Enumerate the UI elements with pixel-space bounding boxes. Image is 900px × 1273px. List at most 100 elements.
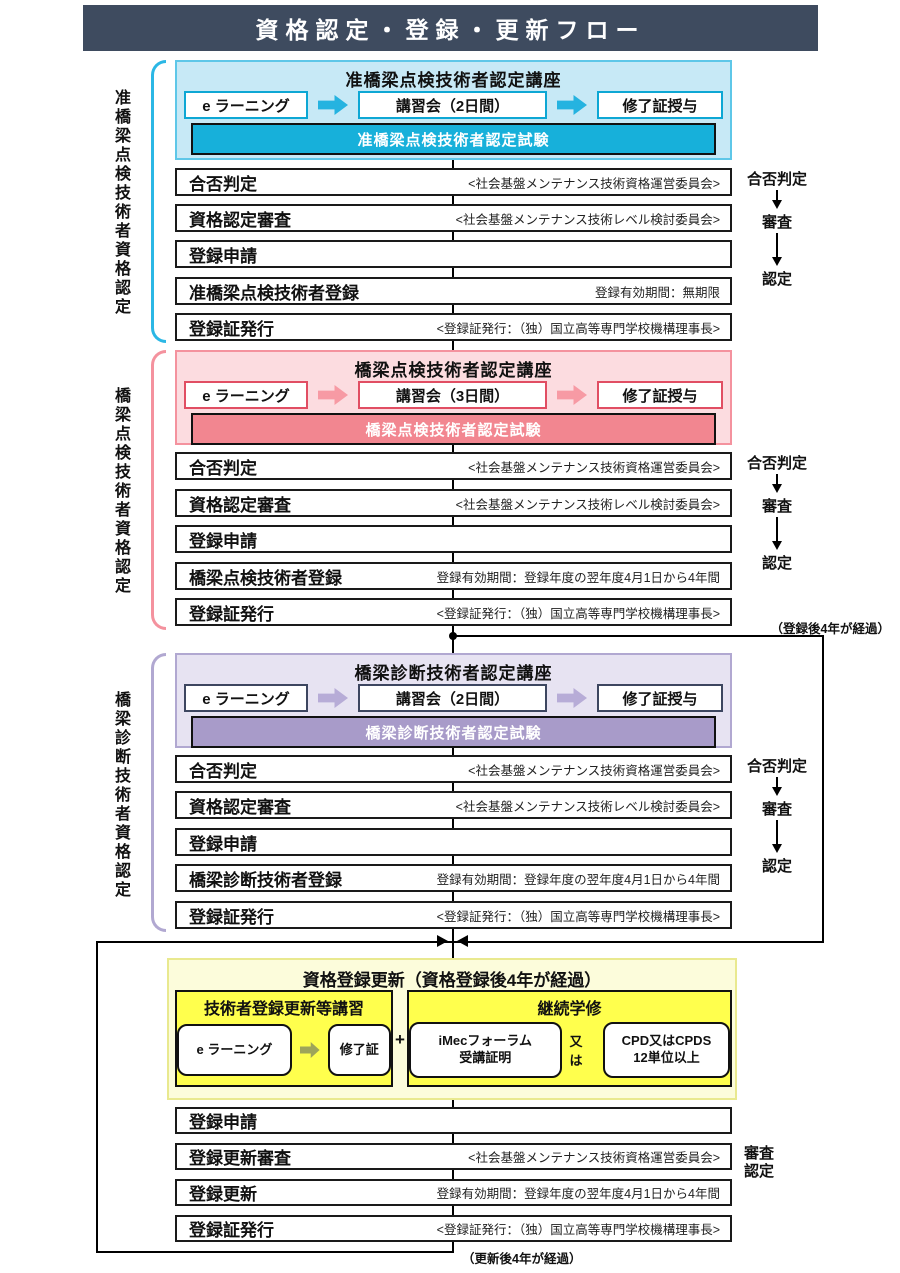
row-label: 資格認定審査 xyxy=(189,495,291,515)
flow-note: 認定 xyxy=(761,555,792,572)
arrow-right-icon xyxy=(318,688,348,708)
row-label: 登録申請 xyxy=(189,246,257,266)
process-row: 准橋梁点検技術者登録 登録有効期間：無期限 xyxy=(175,277,732,305)
imec-forum-line2: 受講証明 xyxy=(459,1050,512,1065)
certificate-box: 修了証授与 xyxy=(597,684,723,712)
lecture-box: 講習会（3日間） xyxy=(358,381,547,409)
process-row: 資格認定審査 <社会基盤メンテナンス技術レベル検討委員会> xyxy=(175,204,732,232)
process-row: 登録証発行 <登録証発行：（独）国立高等専門学校機構理事長> xyxy=(175,901,732,929)
section1-exam-box: 准橋梁点検技術者認定試験 xyxy=(191,123,716,155)
connector xyxy=(452,445,454,452)
flow-note: 認定 xyxy=(761,271,792,288)
row-note: 登録有効期間：登録年度の翌年度4月1日から4年間 xyxy=(436,1187,720,1201)
process-row: 登録更新審査 <社会基盤メンテナンス技術資格運営委員会> xyxy=(175,1143,732,1170)
flow-arrow-line xyxy=(776,517,778,541)
lecture-box: 講習会（2日間） xyxy=(358,684,547,712)
row-label: 合否判定 xyxy=(189,761,257,781)
row-label: 准橋梁点検技術者登録 xyxy=(189,283,359,303)
process-row: 登録証発行 <登録証発行：（独）国立高等専門学校機構理事長> xyxy=(175,1215,732,1242)
section3-side-label: 橋梁診断技術者資格認定 xyxy=(112,690,129,900)
section3-course-box: 橋梁診断技術者認定講座 e ラーニング 講習会（2日間） 修了証授与 橋梁診断技… xyxy=(175,653,732,748)
review-note: 認定 xyxy=(744,1163,775,1180)
loop-line-left xyxy=(96,941,98,1253)
arrow-down-icon xyxy=(772,257,782,266)
process-row: 橋梁点検技術者登録 登録有効期間：登録年度の翌年度4月1日から4年間 xyxy=(175,562,732,590)
certificate-box: 修了証 xyxy=(327,1024,391,1076)
row-note: <社会基盤メンテナンス技術資格運営委員会> xyxy=(468,1151,720,1165)
row-note: 登録有効期間：登録年度の翌年度4月1日から4年間 xyxy=(436,570,720,585)
renewal-training-title: 技術者登録更新等講習 xyxy=(203,1001,364,1018)
row-note: <社会基盤メンテナンス技術レベル検討委員会> xyxy=(455,212,720,227)
connector xyxy=(452,517,454,525)
row-note: 登録有効期間：無期限 xyxy=(594,285,720,300)
row-label: 登録証発行 xyxy=(189,1221,274,1240)
connector xyxy=(452,1170,454,1179)
section1-course-box: 准橋梁点検技術者認定講座 e ラーニング 講習会（2日間） 修了証授与 准橋梁点… xyxy=(175,60,732,160)
section2-steps: e ラーニング 講習会（3日間） 修了証授与 xyxy=(177,381,730,409)
flow-arrow-line xyxy=(776,474,778,484)
connector xyxy=(452,553,454,562)
flow-arrow-line xyxy=(776,820,778,844)
row-label: 橋梁診断技術者登録 xyxy=(189,870,342,890)
elearning-box: e ラーニング xyxy=(184,684,308,712)
row-note: <社会基盤メンテナンス技術資格運営委員会> xyxy=(468,763,720,778)
arrow-down-icon xyxy=(772,484,782,493)
flow-arrow-line xyxy=(776,190,778,200)
flow-arrow-line xyxy=(776,777,778,787)
process-row: 登録申請 xyxy=(175,240,732,268)
row-note: <登録証発行：（独）国立高等専門学校機構理事長> xyxy=(436,1223,720,1237)
row-label: 登録証発行 xyxy=(189,907,274,927)
row-label: 登録証発行 xyxy=(189,604,274,624)
arrow-down-icon xyxy=(772,787,782,796)
section2-exam-box: 橋梁点検技術者認定試験 xyxy=(191,413,716,445)
flow-note: 合否判定 xyxy=(746,455,807,472)
arrow-right-icon xyxy=(437,935,448,947)
arrow-right-icon xyxy=(557,688,587,708)
flow-note: 合否判定 xyxy=(746,171,807,188)
flow-note: 審査 xyxy=(761,801,792,818)
row-label: 登録申請 xyxy=(189,1113,257,1132)
row-note: <社会基盤メンテナンス技術資格運営委員会> xyxy=(468,176,720,191)
process-row: 登録申請 xyxy=(175,525,732,553)
row-note: 登録有効期間：登録年度の翌年度4月1日から4年間 xyxy=(436,872,720,887)
connector xyxy=(452,783,454,791)
renewal-learning-title: 継続学修 xyxy=(537,1001,602,1018)
certificate-box: 修了証授与 xyxy=(597,91,723,119)
branch-label: （登録後4年が経過） xyxy=(770,622,890,636)
elearning-box: e ラーニング xyxy=(184,91,308,119)
imec-forum-box: iMecフォーラム 受講証明 xyxy=(409,1022,562,1078)
section3-bracket xyxy=(151,653,166,932)
process-row: 登録申請 xyxy=(175,828,732,856)
or-label: 又は xyxy=(569,1034,583,1068)
process-row: 合否判定 <社会基盤メンテナンス技術資格運営委員会> xyxy=(175,168,732,196)
row-label: 合否判定 xyxy=(189,458,257,478)
loop-line-bottom xyxy=(96,1251,454,1253)
connector xyxy=(452,305,454,313)
section1-course-title: 准橋梁点検技術者認定講座 xyxy=(345,71,562,90)
row-note: <登録証発行：（独）国立高等専門学校機構理事長> xyxy=(436,909,720,924)
section2-course-box: 橋梁点検技術者認定講座 e ラーニング 講習会（3日間） 修了証授与 橋梁点検技… xyxy=(175,350,732,445)
arrow-right-icon xyxy=(557,385,587,405)
process-row: 橋梁診断技術者登録 登録有効期間：登録年度の翌年度4月1日から4年間 xyxy=(175,864,732,892)
cpd-box: CPD又はCPDS 12単位以上 xyxy=(602,1022,731,1078)
connector xyxy=(452,856,454,864)
section2-side-label: 橋梁点検技術者資格認定 xyxy=(112,386,129,596)
row-label: 登録申請 xyxy=(189,531,257,551)
arrow-right-icon xyxy=(557,95,587,115)
branch-line xyxy=(453,635,824,637)
section1-bracket xyxy=(151,60,166,343)
connector xyxy=(452,1134,454,1143)
row-label: 登録証発行 xyxy=(189,319,274,339)
renewal-training-steps: e ラーニング 修了証 xyxy=(177,1020,391,1080)
row-label: 橋梁点検技術者登録 xyxy=(189,568,342,588)
arrow-down-icon xyxy=(772,844,782,853)
row-note: <登録証発行：（独）国立高等専門学校機構理事長> xyxy=(436,606,720,621)
branch-line xyxy=(822,635,824,941)
arrow-right-icon xyxy=(318,385,348,405)
row-label: 資格認定審査 xyxy=(189,797,291,817)
arrow-right-icon xyxy=(318,95,348,115)
process-row: 登録更新 登録有効期間：登録年度の翌年度4月1日から4年間 xyxy=(175,1179,732,1206)
flow-note: 審査 xyxy=(761,214,792,231)
arrow-right-icon xyxy=(299,1042,320,1058)
page-title: 資格認定・登録・更新フロー xyxy=(83,5,818,51)
